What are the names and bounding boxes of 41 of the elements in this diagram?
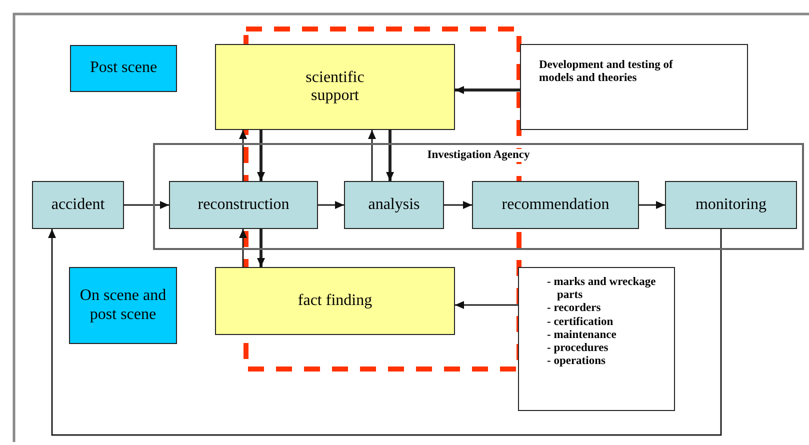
box-label: accident (51, 196, 105, 214)
arrow (257, 130, 265, 181)
list-box (518, 267, 675, 411)
arrow (639, 201, 665, 209)
arrow (386, 130, 394, 181)
box-label: recommendation (502, 196, 610, 214)
process-box (344, 181, 444, 229)
box-label: scientific support (304, 68, 366, 106)
box-label: monitoring (695, 196, 767, 214)
arrow (455, 301, 518, 309)
process-box (215, 44, 455, 130)
box-label: reconstruction (198, 196, 290, 214)
label-box (69, 267, 177, 344)
arrow (239, 130, 247, 181)
list-item: - maintenance (547, 328, 618, 342)
box-label: fact finding (298, 292, 372, 310)
list-item: - marks and wreckage parts (547, 276, 657, 302)
arrow (124, 201, 169, 209)
group-frame (153, 143, 804, 250)
process-box (215, 267, 455, 335)
arrow (48, 229, 722, 436)
arrow (444, 201, 472, 209)
process-box (665, 181, 797, 229)
process-box (472, 181, 639, 229)
list-item: - operations (547, 355, 606, 369)
list-item: - procedures (547, 342, 610, 356)
list-item: - certification (547, 316, 614, 329)
list-item: - recorders (547, 302, 602, 316)
note-text: Development and testing of models and theories (539, 59, 674, 86)
arrow (318, 201, 344, 209)
note-box (520, 44, 748, 130)
arrow (368, 130, 376, 181)
arrow (257, 229, 265, 267)
arrow (239, 229, 247, 267)
box-label: Post scene (90, 59, 158, 78)
box-label: On scene and post scene (78, 287, 168, 324)
box-label: analysis (368, 196, 420, 214)
label-box (70, 45, 177, 92)
process-box (169, 181, 318, 229)
process-box (32, 181, 124, 229)
arrow (455, 86, 520, 94)
